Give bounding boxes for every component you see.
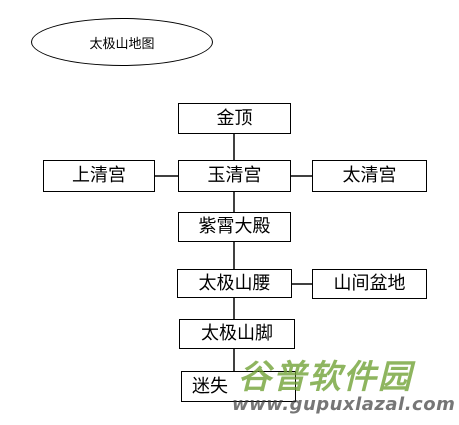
node-taiqinggong: 太清宫 <box>312 160 427 192</box>
node-yuqinggong: 玉清宫 <box>178 160 291 192</box>
node-taijishanyao-label: 太极山腰 <box>198 272 271 294</box>
node-jinding-label: 金顶 <box>216 107 253 129</box>
node-jinding: 金顶 <box>178 103 291 134</box>
map-title: 太极山地图 <box>89 36 155 52</box>
node-shanjianpendi-label: 山间盆地 <box>333 273 406 294</box>
node-taiqinggong-label: 太清宫 <box>342 165 397 186</box>
node-taijishanjiao-label: 太极山脚 <box>201 323 273 344</box>
node-shangqinggong: 上清宫 <box>43 160 155 192</box>
node-mishi-label: 迷失 <box>192 375 228 397</box>
node-shangqinggong-label: 上清宫 <box>72 165 126 186</box>
node-shanjianpendi: 山间盆地 <box>312 269 427 299</box>
node-mishi: 迷失 <box>181 371 296 402</box>
node-zixiadadian: 紫霄大殿 <box>178 212 291 242</box>
node-taijishanyao: 太极山腰 <box>177 269 292 298</box>
node-yuqinggong-label: 玉清宫 <box>207 165 262 186</box>
node-taijishanjiao: 太极山脚 <box>179 319 295 349</box>
node-zixiadadian-label: 紫霄大殿 <box>198 216 271 237</box>
map-title-ellipse: 太极山地图 <box>31 18 213 66</box>
